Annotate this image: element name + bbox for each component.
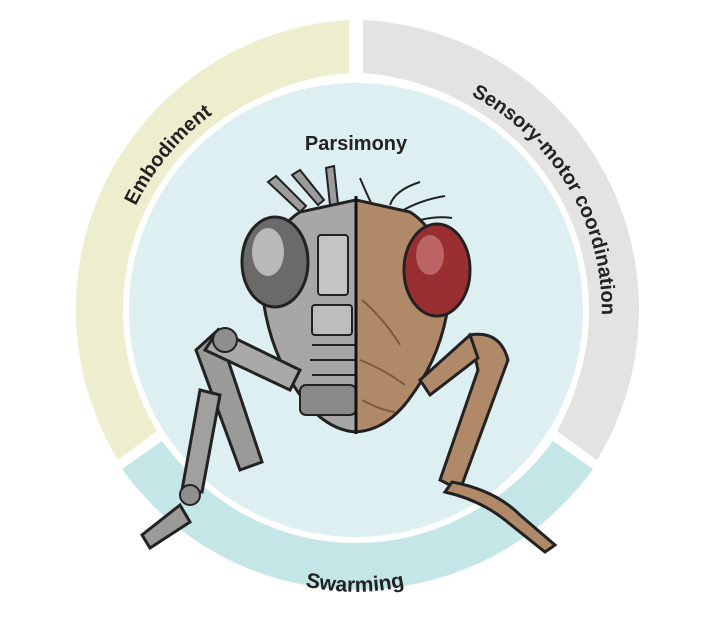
center-label-parsimony: Parsimony: [305, 133, 408, 155]
robotic-fly-head-icon: [140, 164, 356, 551]
biological-fly-head-icon: [356, 177, 558, 554]
ring-segment-swarming: [122, 441, 593, 590]
ring-segment-sensory-motor: [363, 20, 640, 460]
ring-segment-embodiment: [75, 20, 349, 460]
